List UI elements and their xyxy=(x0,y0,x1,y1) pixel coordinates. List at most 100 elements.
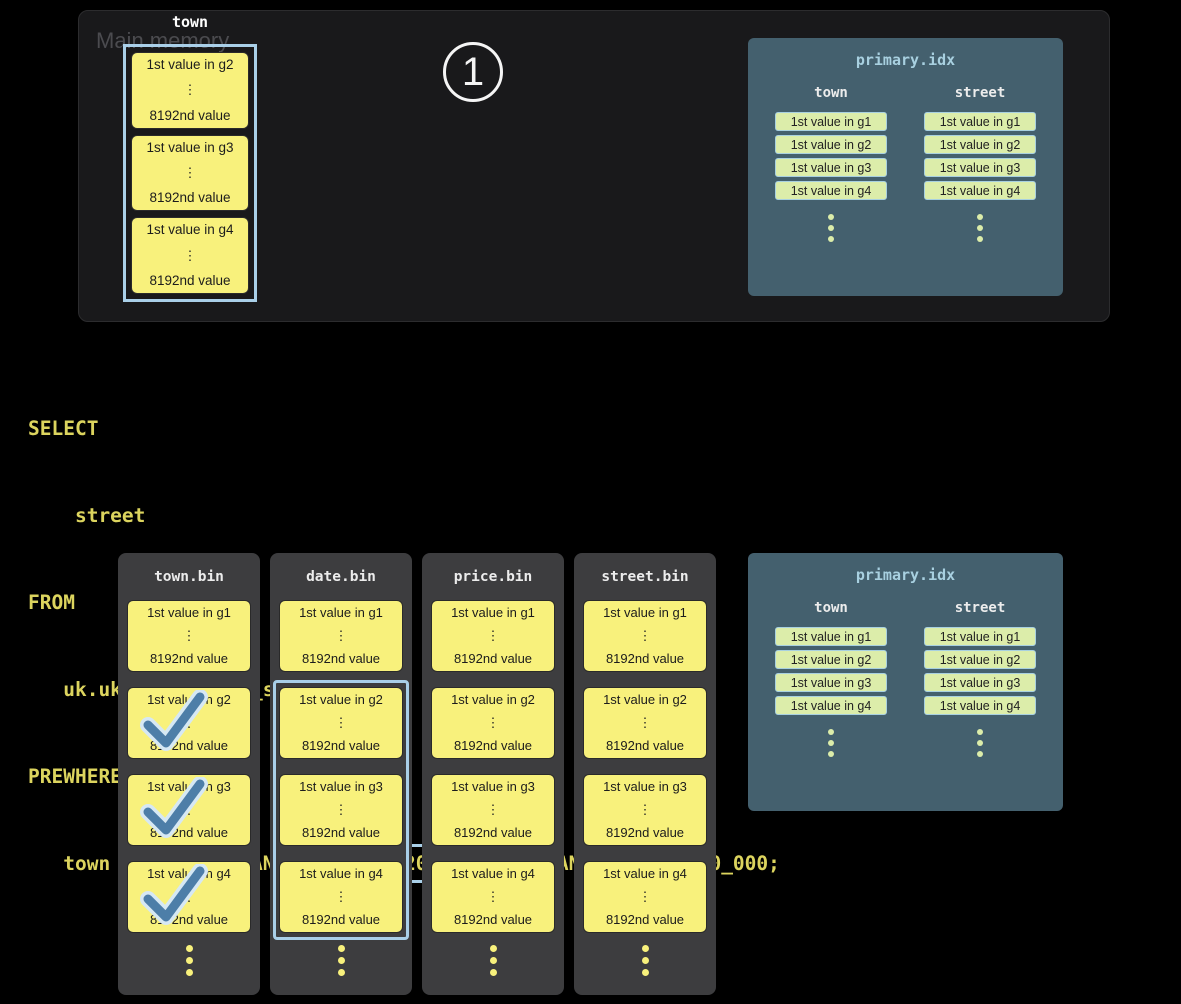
index-entry: 1st value in g1 xyxy=(924,627,1036,646)
vertical-ellipsis-icon: ⋮ xyxy=(486,889,500,904)
index-entry: 1st value in g3 xyxy=(775,158,887,177)
granule-first-value: 1st value in g4 xyxy=(146,222,234,238)
primary-index-panel: primary.idx town 1st value in g1 1st val… xyxy=(748,553,1063,811)
sql-line: street xyxy=(28,504,146,527)
index-entry: 1st value in g4 xyxy=(775,696,887,715)
granule-last-value: 8192nd value xyxy=(605,912,685,927)
ellipsis-dots-icon xyxy=(118,945,260,976)
index-column-header: town xyxy=(814,85,848,101)
primary-index-panel: primary.idx town 1st value in g1 1st val… xyxy=(748,38,1063,296)
granule-first-value: 1st value in g1 xyxy=(603,605,687,620)
ellipsis-dots-icon xyxy=(422,945,564,976)
vertical-ellipsis-icon: ⋮ xyxy=(182,628,196,643)
vertical-ellipsis-icon: ⋮ xyxy=(486,628,500,643)
granule-first-value: 1st value in g1 xyxy=(147,605,231,620)
index-entry: 1st value in g2 xyxy=(924,135,1036,154)
granule-last-value: 8192nd value xyxy=(301,825,381,840)
vertical-ellipsis-icon: ⋮ xyxy=(334,802,348,817)
granule-first-value: 1st value in g2 xyxy=(146,57,234,72)
granule-first-value: 1st value in g2 xyxy=(603,692,687,707)
index-column-town: town 1st value in g1 1st value in g2 1st… xyxy=(765,600,897,757)
granule-block: 1st value in g4 ⋮ 8192nd value xyxy=(279,861,403,933)
vertical-ellipsis-icon: ⋮ xyxy=(486,802,500,817)
granule-first-value: 1st value in g3 xyxy=(299,779,383,794)
granule-first-value: 1st value in g4 xyxy=(603,866,687,881)
granule-block: 1st value in g2 ⋮ 8192nd value xyxy=(431,687,555,759)
granule-block: 1st value in g1 ⋮ 8192nd value xyxy=(583,600,707,672)
granule-last-value: 8192nd value xyxy=(453,912,533,927)
vertical-ellipsis-icon: ⋮ xyxy=(638,889,652,904)
index-entry: 1st value in g3 xyxy=(924,158,1036,177)
index-column-header: town xyxy=(814,600,848,616)
granule-last-value: 8192nd value xyxy=(149,190,231,206)
granule-first-value: 1st value in g4 xyxy=(299,866,383,881)
granule-block: 1st value in g3 ⋮ 8192nd value xyxy=(127,774,251,846)
granule-last-value: 8192nd value xyxy=(149,273,231,288)
index-entry: 1st value in g1 xyxy=(775,112,887,131)
granule-last-value: 8192nd value xyxy=(605,738,685,753)
vertical-ellipsis-icon: ⋮ xyxy=(183,82,197,98)
checkmark-icon xyxy=(140,864,208,925)
bin-title: town.bin xyxy=(154,569,224,585)
granule-first-value: 1st value in g3 xyxy=(451,779,535,794)
granule-block: 1st value in g1 ⋮ 8192nd value xyxy=(431,600,555,672)
bin-column-price: price.bin 1st value in g1 ⋮ 8192nd value… xyxy=(422,553,564,995)
vertical-ellipsis-icon: ⋮ xyxy=(334,628,348,643)
index-column-street: street 1st value in g1 1st value in g2 1… xyxy=(914,85,1046,242)
bin-column-date: date.bin 1st value in g1 ⋮ 8192nd value … xyxy=(270,553,412,995)
granule-block: 1st value in g2 ⋮ 8192nd value xyxy=(127,687,251,759)
index-entry: 1st value in g2 xyxy=(924,650,1036,669)
memory-town-column: 1st value in g2 ⋮ 8192nd value 1st value… xyxy=(123,44,257,302)
vertical-ellipsis-icon: ⋮ xyxy=(638,802,652,817)
granule-block: 1st value in g2 ⋮ 8192nd value xyxy=(131,52,249,129)
index-column-header: street xyxy=(954,600,1006,616)
granule-last-value: 8192nd value xyxy=(301,738,381,753)
granule-last-value: 8192nd value xyxy=(301,912,381,927)
granule-block: 1st value in g4 ⋮ 8192nd value xyxy=(431,861,555,933)
granule-first-value: 1st value in g4 xyxy=(451,866,535,881)
granule-block: 1st value in g2 ⋮ 8192nd value xyxy=(279,687,403,759)
granule-block: 1st value in g4 ⋮ 8192nd value xyxy=(131,217,249,295)
granule-block: 1st value in g4 ⋮ 8192nd value xyxy=(583,861,707,933)
granule-first-value: 1st value in g1 xyxy=(299,605,383,620)
granule-block: 1st value in g4 ⋮ 8192nd value xyxy=(127,861,251,933)
index-entry: 1st value in g4 xyxy=(924,181,1036,200)
vertical-ellipsis-icon: ⋮ xyxy=(183,165,197,180)
vertical-ellipsis-icon: ⋮ xyxy=(183,247,197,263)
ellipsis-dots-icon xyxy=(574,945,716,976)
granule-block: 1st value in g2 ⋮ 8192nd value xyxy=(583,687,707,759)
index-column-header: street xyxy=(954,85,1006,101)
granule-first-value: 1st value in g3 xyxy=(603,779,687,794)
checkmark-icon xyxy=(140,777,208,838)
granule-block: 1st value in g3 ⋮ 8192nd value xyxy=(279,774,403,846)
index-entry: 1st value in g4 xyxy=(924,696,1036,715)
vertical-ellipsis-icon: ⋮ xyxy=(334,889,348,904)
memory-column-header: town xyxy=(171,13,209,31)
bin-column-town: town.bin 1st value in g1 ⋮ 8192nd value … xyxy=(118,553,260,995)
vertical-ellipsis-icon: ⋮ xyxy=(334,715,348,730)
granule-last-value: 8192nd value xyxy=(453,825,533,840)
bin-title: price.bin xyxy=(453,569,533,585)
ellipsis-dots-icon xyxy=(828,729,834,757)
granule-block: 1st value in g3 ⋮ 8192nd value xyxy=(131,134,249,212)
granule-last-value: 8192nd value xyxy=(605,825,685,840)
index-column-town: town 1st value in g1 1st value in g2 1st… xyxy=(765,85,897,242)
granule-last-value: 8192nd value xyxy=(605,651,685,666)
index-entry: 1st value in g4 xyxy=(775,181,887,200)
vertical-ellipsis-icon: ⋮ xyxy=(638,715,652,730)
step-1-badge: 1 xyxy=(443,42,503,102)
granule-first-value: 1st value in g3 xyxy=(146,139,234,155)
bin-column-street: street.bin 1st value in g1 ⋮ 8192nd valu… xyxy=(574,553,716,995)
granule-last-value: 8192nd value xyxy=(301,651,381,666)
vertical-ellipsis-icon: ⋮ xyxy=(486,715,500,730)
index-entry: 1st value in g1 xyxy=(775,627,887,646)
checkmark-icon xyxy=(140,690,208,751)
bin-title: street.bin xyxy=(601,569,689,585)
bin-title: date.bin xyxy=(306,569,376,585)
sql-line: SELECT xyxy=(28,417,99,440)
granule-first-value: 1st value in g1 xyxy=(451,605,535,620)
index-entry: 1st value in g3 xyxy=(924,673,1036,692)
ellipsis-dots-icon xyxy=(977,214,983,242)
vertical-ellipsis-icon: ⋮ xyxy=(638,628,652,643)
primary-index-title: primary.idx xyxy=(855,51,956,69)
